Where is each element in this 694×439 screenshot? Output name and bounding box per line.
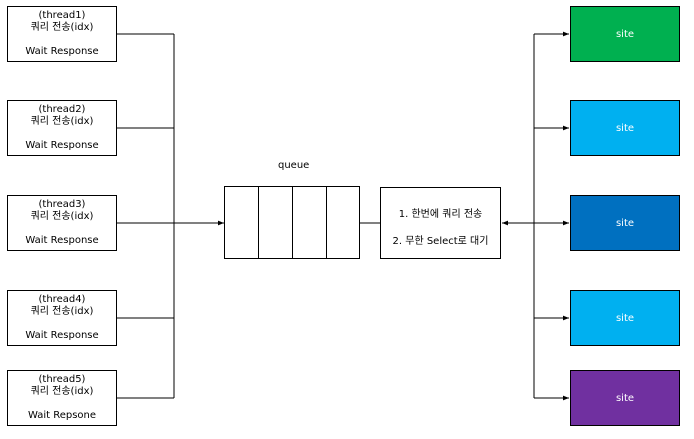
site-box-4: site bbox=[570, 290, 680, 346]
processor-step-2: 2. 무한 Select로 대기 bbox=[392, 236, 489, 247]
thread-name: (thread4) bbox=[38, 294, 86, 305]
thread-name: (thread2) bbox=[38, 104, 86, 115]
thread-name: (thread3) bbox=[38, 199, 86, 210]
site-label: site bbox=[615, 217, 635, 229]
thread-box-1: (thread1) 쿼리 전송(idx) Wait Response bbox=[7, 6, 117, 62]
thread-action: 쿼리 전송(idx) bbox=[30, 386, 94, 397]
site-label: site bbox=[615, 392, 635, 404]
thread-name: (thread5) bbox=[38, 374, 86, 385]
site-box-5: site bbox=[570, 370, 680, 426]
thread-status: Wait Response bbox=[25, 235, 99, 246]
processor-box: 1. 한번에 쿼리 전송 2. 무한 Select로 대기 bbox=[380, 187, 501, 259]
thread-box-5: (thread5) 쿼리 전송(idx) Wait Repsone bbox=[7, 370, 117, 426]
thread-box-2: (thread2) 쿼리 전송(idx) Wait Response bbox=[7, 100, 117, 156]
thread-status: Wait Response bbox=[25, 46, 99, 57]
site-label: site bbox=[615, 122, 635, 134]
queue-label: queue bbox=[278, 160, 310, 171]
site-box-3: site bbox=[570, 195, 680, 251]
thread-action: 쿼리 전송(idx) bbox=[30, 116, 94, 127]
site-box-2: site bbox=[570, 100, 680, 156]
thread-box-3: (thread3) 쿼리 전송(idx) Wait Response bbox=[7, 195, 117, 251]
thread-action: 쿼리 전송(idx) bbox=[30, 22, 94, 33]
thread-status: Wait Repsone bbox=[27, 410, 97, 421]
processor-step-1: 1. 한번에 쿼리 전송 bbox=[398, 209, 483, 220]
thread-status: Wait Response bbox=[25, 140, 99, 151]
thread-status: Wait Response bbox=[25, 330, 99, 341]
thread-action: 쿼리 전송(idx) bbox=[30, 211, 94, 222]
site-label: site bbox=[615, 28, 635, 40]
site-label: site bbox=[615, 312, 635, 324]
thread-box-4: (thread4) 쿼리 전송(idx) Wait Response bbox=[7, 290, 117, 346]
thread-action: 쿼리 전송(idx) bbox=[30, 306, 94, 317]
thread-name: (thread1) bbox=[38, 10, 86, 21]
site-box-1: site bbox=[570, 6, 680, 62]
